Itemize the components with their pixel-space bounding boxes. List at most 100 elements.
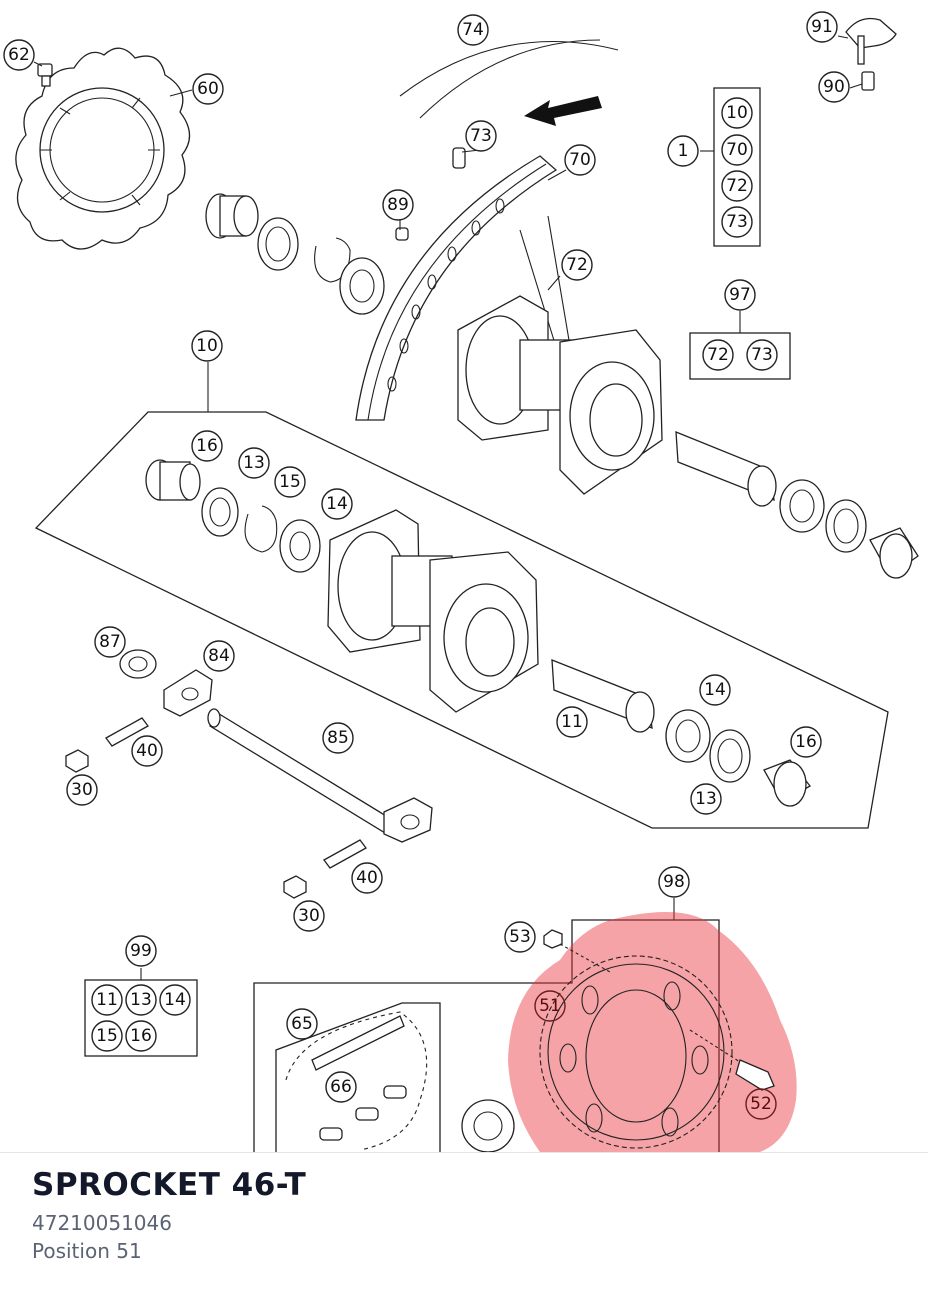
callout-89[interactable]: 89 [382, 189, 414, 221]
callout-91[interactable]: 91 [806, 11, 838, 43]
callout-13-left[interactable]: 13 [238, 447, 270, 479]
bearing-left-top[interactable] [339, 257, 385, 315]
callout-14-left[interactable]: 14 [321, 488, 353, 520]
brake-disc[interactable] [15, 47, 191, 250]
callout-65[interactable]: 65 [286, 1008, 318, 1040]
spacer-left-top[interactable] [205, 193, 259, 239]
callout-40-lower[interactable]: 40 [351, 862, 383, 894]
bolt-40-upper[interactable] [105, 717, 149, 747]
chain-kit-frame [253, 919, 720, 1152]
nipple-73[interactable] [452, 147, 466, 169]
bearing-14-left[interactable] [279, 519, 321, 573]
callout-group97-73[interactable]: 73 [746, 339, 778, 371]
upper-hub[interactable] [457, 295, 663, 495]
callout-16-right[interactable]: 16 [790, 726, 822, 758]
callout-52[interactable]: 52 [745, 1088, 777, 1120]
callout-99[interactable]: 99 [125, 935, 157, 967]
callout-11[interactable]: 11 [556, 706, 588, 738]
callout-group1-70[interactable]: 70 [721, 134, 753, 166]
callout-13-right[interactable]: 13 [690, 783, 722, 815]
callout-70[interactable]: 70 [564, 144, 596, 176]
callout-1[interactable]: 1 [667, 135, 699, 167]
rim[interactable] [355, 155, 573, 421]
callout-group99-11[interactable]: 11 [91, 984, 123, 1016]
callout-30-upper[interactable]: 30 [66, 774, 98, 806]
callout-40-upper[interactable]: 40 [131, 735, 163, 767]
callout-group99-13[interactable]: 13 [125, 984, 157, 1016]
upper-right-bearing[interactable] [825, 499, 867, 553]
nut-53[interactable] [543, 929, 563, 949]
callout-14-right[interactable]: 14 [699, 674, 731, 706]
callout-53[interactable]: 53 [504, 921, 536, 953]
bolt-52[interactable] [735, 1059, 775, 1091]
chain-adjuster-87[interactable] [119, 649, 157, 679]
spacer-11[interactable] [551, 659, 655, 733]
callout-group99-15[interactable]: 15 [91, 1020, 123, 1052]
svg-text:53: 53 [509, 927, 531, 947]
nut-30-lower[interactable] [283, 875, 307, 899]
highlight-region [508, 912, 797, 1152]
callout-group1-73[interactable]: 73 [721, 206, 753, 238]
callout-group99-16[interactable]: 16 [125, 1020, 157, 1052]
svg-text:73: 73 [726, 212, 748, 232]
upper-right-cap[interactable] [869, 527, 919, 579]
svg-text:98: 98 [663, 872, 685, 892]
callout-16-left[interactable]: 16 [191, 430, 223, 462]
svg-text:99: 99 [130, 941, 152, 961]
svg-text:65: 65 [291, 1014, 313, 1034]
rear-sprocket[interactable] [539, 955, 733, 1149]
seal-13-left[interactable] [201, 487, 239, 537]
callout-98[interactable]: 98 [658, 866, 690, 898]
callout-51[interactable]: 51 [534, 990, 566, 1022]
upper-right-seal[interactable] [779, 479, 825, 533]
rim-lock-91[interactable] [845, 17, 897, 65]
hub-kit-frame [34, 411, 889, 829]
svg-text:87: 87 [99, 632, 121, 652]
svg-text:73: 73 [751, 345, 773, 365]
axle-85[interactable] [207, 708, 397, 837]
callout-group97-72[interactable]: 72 [702, 339, 734, 371]
nut-90[interactable] [861, 71, 875, 91]
callout-73[interactable]: 73 [465, 120, 497, 152]
svg-text:10: 10 [726, 103, 748, 123]
callout-84[interactable]: 84 [203, 640, 235, 672]
callout-group1-10[interactable]: 10 [721, 97, 753, 129]
callout-group99-14[interactable]: 14 [159, 984, 191, 1016]
valve-cap-89[interactable] [395, 227, 409, 241]
chain-links-66[interactable] [319, 1085, 407, 1141]
callout-group1-72[interactable]: 72 [721, 170, 753, 202]
callout-85[interactable]: 85 [322, 722, 354, 754]
upper-spacer[interactable] [675, 431, 777, 507]
front-sprocket[interactable] [461, 1099, 515, 1152]
chain-adjuster-84[interactable] [163, 669, 213, 717]
bearing-14-right[interactable] [665, 709, 711, 763]
callout-74[interactable]: 74 [457, 14, 489, 46]
svg-text:89: 89 [387, 195, 409, 215]
callout-90[interactable]: 90 [818, 71, 850, 103]
callout-62[interactable]: 62 [3, 39, 35, 71]
axle-nut-adjuster[interactable] [383, 797, 433, 843]
chain[interactable] [311, 1015, 405, 1071]
seal-13-right[interactable] [709, 729, 751, 783]
bolt-62[interactable] [37, 63, 53, 87]
svg-text:1: 1 [678, 141, 689, 161]
hub-body[interactable] [327, 509, 539, 713]
circlip-15[interactable] [244, 505, 278, 553]
seal-left-top[interactable] [257, 217, 299, 271]
tire[interactable] [399, 39, 619, 119]
spacer-16-right[interactable] [763, 759, 811, 807]
callout-97[interactable]: 97 [724, 279, 756, 311]
callout-15[interactable]: 15 [274, 466, 306, 498]
svg-text:10: 10 [196, 336, 218, 356]
svg-text:40: 40 [356, 868, 378, 888]
callout-66[interactable]: 66 [325, 1071, 357, 1103]
callout-10[interactable]: 10 [191, 330, 223, 362]
callout-30-lower[interactable]: 30 [293, 900, 325, 932]
callout-60[interactable]: 60 [192, 73, 224, 105]
nut-30-upper[interactable] [65, 749, 89, 773]
svg-text:62: 62 [8, 45, 30, 65]
bolt-40-lower[interactable] [323, 839, 367, 869]
callout-72[interactable]: 72 [561, 249, 593, 281]
spacer-16-left[interactable] [145, 459, 201, 501]
callout-87[interactable]: 87 [94, 626, 126, 658]
